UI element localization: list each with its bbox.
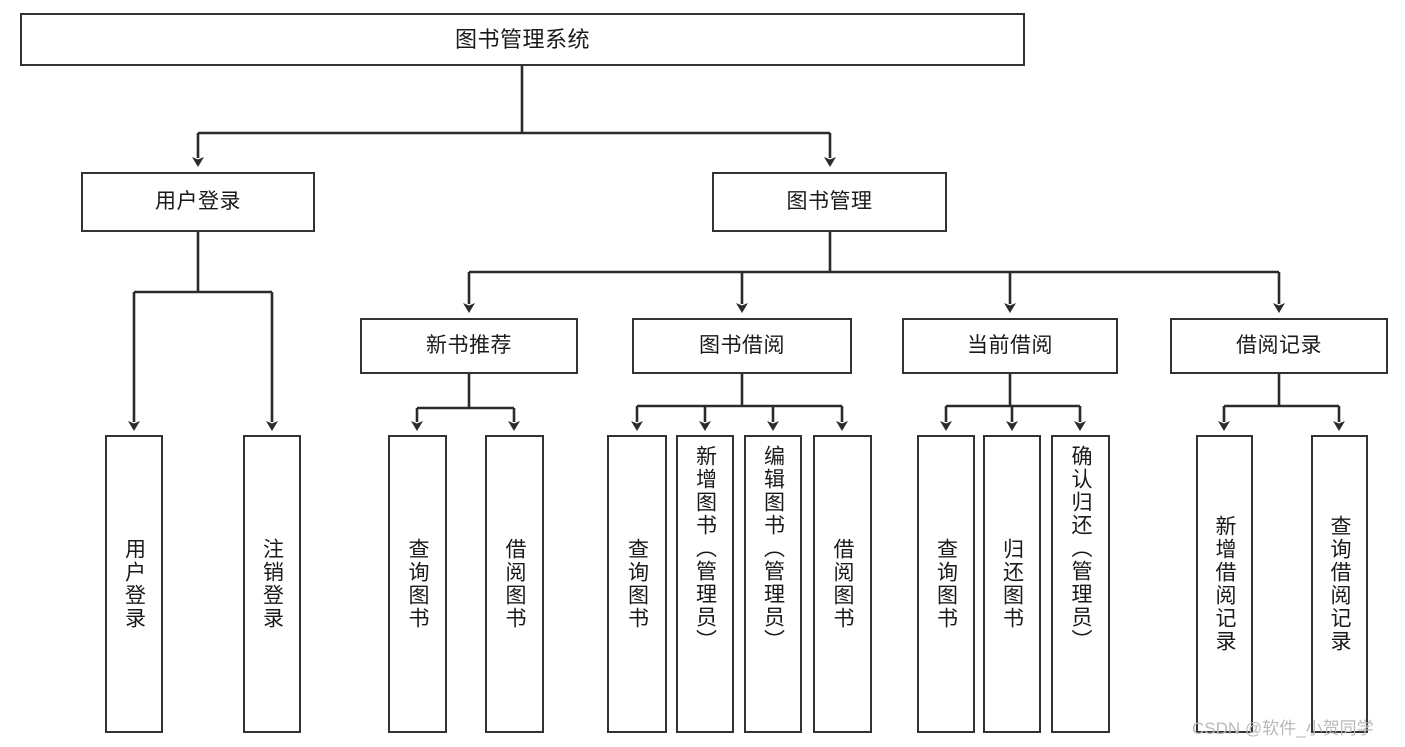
node-book-borrow-label: 图书借阅 [699, 333, 785, 357]
node-add-book-admin-label: 新增图书（管理员） [693, 445, 717, 652]
node-book-manage[interactable]: 图书管理 [712, 172, 947, 232]
node-book-borrow[interactable]: 图书借阅 [632, 318, 852, 374]
node-confirm-return-admin-label: 确认归还（管理员） [1069, 445, 1092, 652]
node-user-login[interactable]: 用户登录 [81, 172, 315, 232]
node-root[interactable]: 图书管理系统 [20, 13, 1025, 66]
node-current-borrow[interactable]: 当前借阅 [902, 318, 1118, 374]
node-return-book-label: 归还图书 [1000, 538, 1024, 630]
node-borrow-record-label: 借阅记录 [1236, 333, 1322, 357]
node-logout-action-label: 注销登录 [260, 538, 284, 630]
node-add-book-admin[interactable]: 新增图书（管理员） [676, 435, 734, 733]
node-new-book-rec[interactable]: 新书推荐 [360, 318, 578, 374]
node-root-label: 图书管理系统 [454, 26, 590, 52]
node-confirm-return-admin[interactable]: 确认归还（管理员） [1051, 435, 1110, 733]
node-logout-action[interactable]: 注销登录 [243, 435, 301, 733]
node-user-login-label: 用户登录 [155, 189, 241, 213]
node-new-book-rec-label: 新书推荐 [426, 333, 512, 357]
node-edit-book-admin-label: 编辑图书（管理员） [761, 445, 785, 652]
node-query-book-rec-label: 查询图书 [406, 538, 429, 630]
node-query-book-current[interactable]: 查询图书 [917, 435, 975, 733]
node-query-borrow-record[interactable]: 查询借阅记录 [1311, 435, 1368, 733]
node-current-borrow-label: 当前借阅 [967, 333, 1053, 357]
node-borrow-book-borrow[interactable]: 借阅图书 [813, 435, 872, 733]
node-user-login-action-label: 用户登录 [122, 538, 146, 630]
node-query-book-borrow-label: 查询图书 [625, 538, 649, 630]
node-edit-book-admin[interactable]: 编辑图书（管理员） [744, 435, 802, 733]
node-query-book-current-label: 查询图书 [934, 538, 958, 630]
node-borrow-book-rec-label: 借阅图书 [503, 538, 526, 630]
node-query-book-rec[interactable]: 查询图书 [388, 435, 447, 733]
node-borrow-record[interactable]: 借阅记录 [1170, 318, 1388, 374]
csdn-watermark: CSDN @软件_小贺同学 [1192, 719, 1374, 738]
node-query-borrow-record-label: 查询借阅记录 [1328, 515, 1351, 653]
node-borrow-book-rec[interactable]: 借阅图书 [485, 435, 544, 733]
node-return-book[interactable]: 归还图书 [983, 435, 1041, 733]
node-borrow-book-borrow-label: 借阅图书 [831, 538, 854, 630]
node-book-manage-label: 图书管理 [786, 189, 873, 213]
node-query-book-borrow[interactable]: 查询图书 [607, 435, 667, 733]
node-add-borrow-record[interactable]: 新增借阅记录 [1196, 435, 1253, 733]
node-add-borrow-record-label: 新增借阅记录 [1213, 515, 1236, 653]
node-user-login-action[interactable]: 用户登录 [105, 435, 163, 733]
